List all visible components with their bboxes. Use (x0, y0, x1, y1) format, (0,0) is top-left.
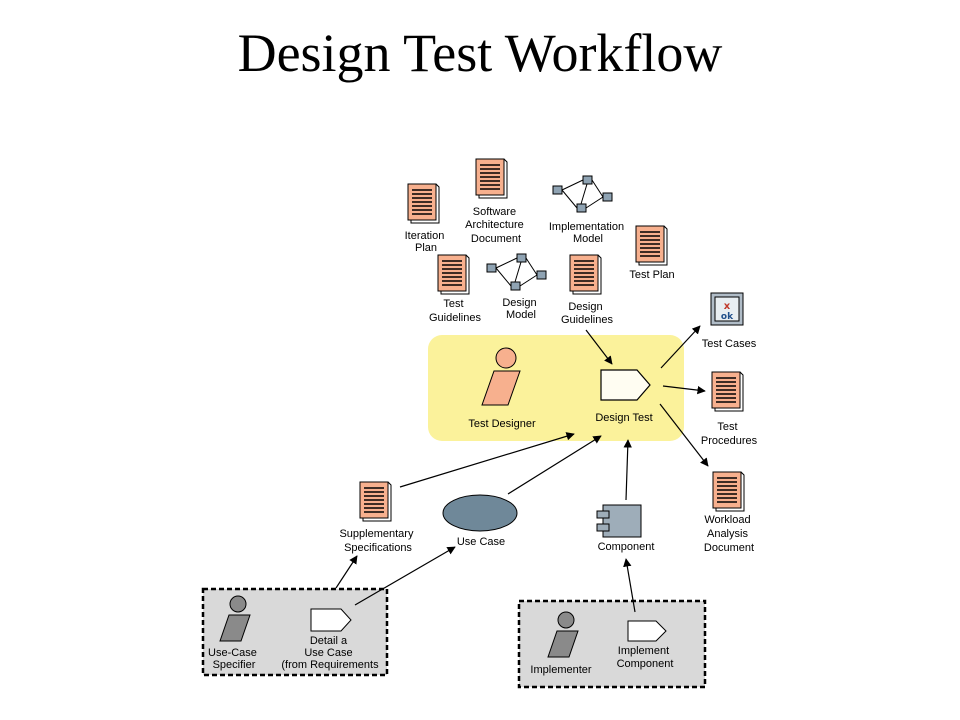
test-guidelines-label: Test Guidelines (429, 298, 481, 324)
use-case-specifier-icon (219, 595, 251, 642)
workload-analysis-document-label: Workload Analysis Document (704, 514, 754, 554)
arrow-supplementary-to-design-test (399, 432, 575, 488)
use-case-icon (442, 494, 518, 532)
detail-use-case-label: Detail a Use Case (from Requirements (281, 635, 379, 671)
implementation-group (517, 599, 707, 689)
arrow-use-case-to-design-test (507, 435, 602, 495)
design-model-icon (486, 253, 547, 291)
supplementary-specifications-icon (359, 481, 392, 522)
iteration-plan-label: Iteration Plan (405, 230, 448, 254)
use-case-specifier-label: Use-Case Specifier (208, 647, 260, 671)
design-model-label: Design Model (502, 297, 539, 321)
implement-component-label: Implement Component (617, 645, 674, 670)
arrow-to-supplementary (335, 555, 358, 589)
design-test-activity-icon (600, 369, 651, 401)
highlight-region (428, 335, 684, 441)
test-procedures-icon (711, 371, 744, 412)
slide-title: Design Test Workflow (237, 23, 723, 83)
implement-component-activity-icon (627, 620, 667, 642)
test-plan-icon (635, 225, 668, 266)
implementation-model-label: Implementation Model (549, 221, 627, 245)
arrow-to-test-cases (660, 325, 701, 369)
supplementary-specifications-label: Supplementary Specifications (339, 528, 416, 554)
implementation-model-icon (552, 175, 613, 213)
arrow-to-workload-analysis (659, 403, 709, 467)
implementer-icon (547, 611, 579, 658)
component-icon (596, 504, 642, 538)
arrow-to-component (623, 558, 636, 613)
svg-text:ok: ok (721, 312, 734, 322)
workload-analysis-document-icon (712, 471, 745, 512)
arrow-to-use-case (354, 546, 456, 606)
software-architecture-document-icon (475, 158, 508, 199)
component-label: Component (598, 541, 655, 553)
design-test-label: Design Test (595, 412, 652, 424)
arrow-to-test-procedures (662, 385, 706, 395)
design-guidelines-label: Design Guidelines (561, 301, 613, 326)
iteration-plan-icon (407, 183, 440, 224)
test-cases-icon: x ok (710, 292, 744, 326)
test-procedures-label: Test Procedures (701, 421, 758, 447)
test-designer-icon (481, 347, 521, 406)
test-plan-label: Test Plan (629, 269, 674, 281)
test-guidelines-icon (437, 254, 470, 295)
design-guidelines-icon (569, 254, 602, 295)
implementer-label: Implementer (530, 664, 591, 676)
test-designer-label: Test Designer (468, 418, 536, 430)
test-cases-label: Test Cases (702, 338, 757, 350)
arrow-guidelines-to-design-test (585, 329, 613, 365)
svg-text:x: x (724, 301, 731, 312)
detail-use-case-activity-icon (310, 608, 352, 632)
arrow-component-to-design-test (623, 439, 632, 501)
software-architecture-document-label: Software Architecture Document (465, 206, 527, 245)
use-case-label: Use Case (457, 536, 505, 548)
